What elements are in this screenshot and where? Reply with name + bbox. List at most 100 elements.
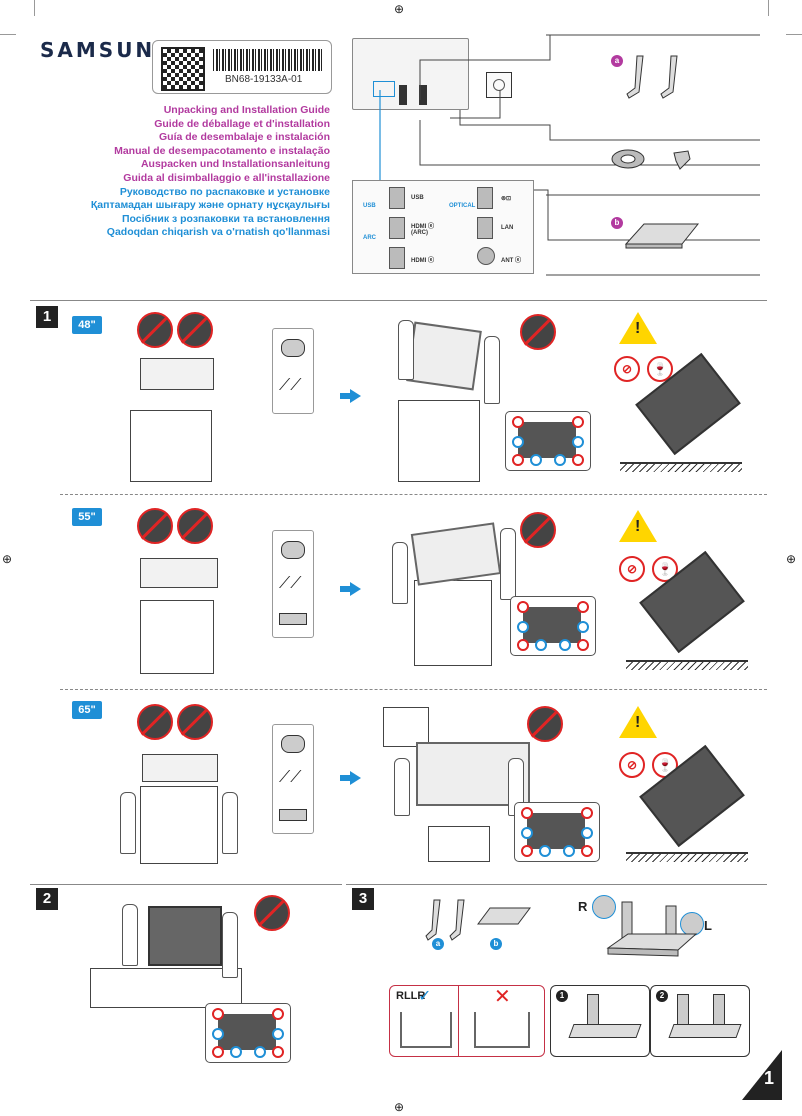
registration-mark-icon: ⊕ xyxy=(2,552,13,566)
usb-port-label: USB xyxy=(411,195,424,201)
person-icon xyxy=(222,792,238,854)
tv-panel-illustration xyxy=(406,321,482,391)
blue-grip-point xyxy=(559,639,571,651)
zoom-circle-icon xyxy=(592,895,616,919)
hdmi-port-icon xyxy=(389,247,405,269)
page-number: 1 xyxy=(764,1068,775,1088)
no-cutting-icon xyxy=(177,704,213,740)
red-grip-point xyxy=(212,1008,224,1020)
blue-grip-point xyxy=(572,436,584,448)
next-step-arrow xyxy=(340,771,361,785)
person-icon xyxy=(398,320,414,380)
red-grip-point xyxy=(517,601,529,613)
blue-grip-point xyxy=(577,621,589,633)
substep-badge: 2 xyxy=(656,990,668,1002)
stand-leg-icon xyxy=(587,994,599,1026)
blue-grip-point xyxy=(535,639,547,651)
no-cutting-icon xyxy=(527,706,563,742)
no-cutting-icon xyxy=(520,512,556,548)
red-grip-point xyxy=(572,416,584,428)
page-turn-icon xyxy=(742,1050,782,1100)
port-panel: USB USB OPTICAL ⊚⊡ ARC HDMI ⓔ (ARC) LAN … xyxy=(352,180,534,274)
no-cutting-icon xyxy=(137,508,173,544)
stand-legs-icon xyxy=(626,55,678,99)
hdmi-port-label: HDMI ⓔ xyxy=(411,258,434,264)
next-step-arrow xyxy=(340,389,361,403)
grip-points-diagram xyxy=(505,411,591,471)
barcode-icon xyxy=(213,49,323,71)
red-grip-point xyxy=(212,1046,224,1058)
red-grip-point xyxy=(581,845,593,857)
red-grip-point xyxy=(572,454,584,466)
assembled-stand-illustration xyxy=(606,901,698,957)
right-side-label: R xyxy=(578,899,588,914)
stand-base-icon xyxy=(279,613,307,625)
tv-screen-icon xyxy=(523,607,581,643)
accessory-b-badge: b xyxy=(611,217,623,229)
floor-hatch xyxy=(626,852,748,862)
grip-points-diagram xyxy=(514,802,600,862)
packing-box-illustration xyxy=(414,580,492,666)
guide-title: Посібник з розпаковки та встановлення xyxy=(121,212,330,225)
ci-slot-icon: ⊚⊡ xyxy=(501,196,512,202)
red-grip-point xyxy=(577,601,589,613)
crop-mark xyxy=(768,0,769,16)
no-cutting-icon xyxy=(177,312,213,348)
person-icon xyxy=(484,336,500,404)
cable-holder-icon xyxy=(281,339,305,357)
section-divider xyxy=(346,884,767,885)
red-grip-point xyxy=(577,639,589,651)
size-tag-48: 48" xyxy=(72,316,102,334)
packing-box-illustration xyxy=(398,400,480,482)
red-grip-point xyxy=(512,416,524,428)
fragile-icon: 🍷 xyxy=(647,356,673,382)
prohibited-icon: ⊘ xyxy=(619,556,645,582)
prohibited-icon: ⊘ xyxy=(619,752,645,778)
red-grip-point xyxy=(521,807,533,819)
tv-back-illustration xyxy=(352,38,469,110)
tv-panel-illustration xyxy=(410,522,502,586)
warning-icon: ! xyxy=(619,706,657,738)
tv-screen-icon xyxy=(218,1014,276,1050)
hdmi-arc-port-label: HDMI ⓔ (ARC) xyxy=(411,224,434,236)
guide-title: Guide de déballage et d'installation xyxy=(154,117,330,130)
red-grip-point xyxy=(517,639,529,651)
person-icon xyxy=(120,792,136,854)
no-cutting-icon xyxy=(254,895,290,931)
check-icon: ✓ xyxy=(418,988,432,1005)
blue-grip-point xyxy=(539,845,551,857)
styrofoam-insert xyxy=(140,558,218,588)
blue-grip-point xyxy=(512,436,524,448)
size-tag-65: 65" xyxy=(72,701,102,719)
grip-closeup xyxy=(428,826,490,862)
step-number: 3 xyxy=(352,888,374,910)
tv-screen-icon xyxy=(518,422,576,458)
optical-port-icon xyxy=(477,187,493,209)
usb-port-label: USB xyxy=(363,203,376,209)
stand-base-icon xyxy=(668,1024,742,1038)
optical-port-label: OPTICAL xyxy=(449,203,476,209)
arc-port-label: ARC xyxy=(363,235,376,241)
floor-hatch xyxy=(620,462,742,472)
blue-grip-point xyxy=(563,845,575,857)
stand-base-icon xyxy=(624,223,700,249)
model-code: BN68-19133A-01 xyxy=(225,74,303,85)
blue-grip-point xyxy=(254,1046,266,1058)
red-grip-point xyxy=(521,845,533,857)
registration-mark-icon: ⊕ xyxy=(394,1100,405,1114)
packing-box-illustration xyxy=(140,600,214,674)
next-step-arrow xyxy=(340,582,361,596)
panel-divider xyxy=(458,986,459,1056)
port-panel-icon xyxy=(373,81,395,97)
tv-panel-illustration xyxy=(148,906,222,966)
table-illustration xyxy=(90,968,242,1008)
blue-grip-point xyxy=(212,1028,224,1040)
warning-icon: ! xyxy=(619,510,657,542)
section-divider xyxy=(30,884,342,885)
tv-screen-icon xyxy=(527,813,585,849)
blue-grip-point xyxy=(581,827,593,839)
crop-mark xyxy=(0,34,16,35)
guide-title: Guida al disimballaggio e all'installazi… xyxy=(123,171,330,184)
guide-title: Руководство по распаковке и установке xyxy=(119,185,330,198)
person-icon xyxy=(122,904,138,966)
